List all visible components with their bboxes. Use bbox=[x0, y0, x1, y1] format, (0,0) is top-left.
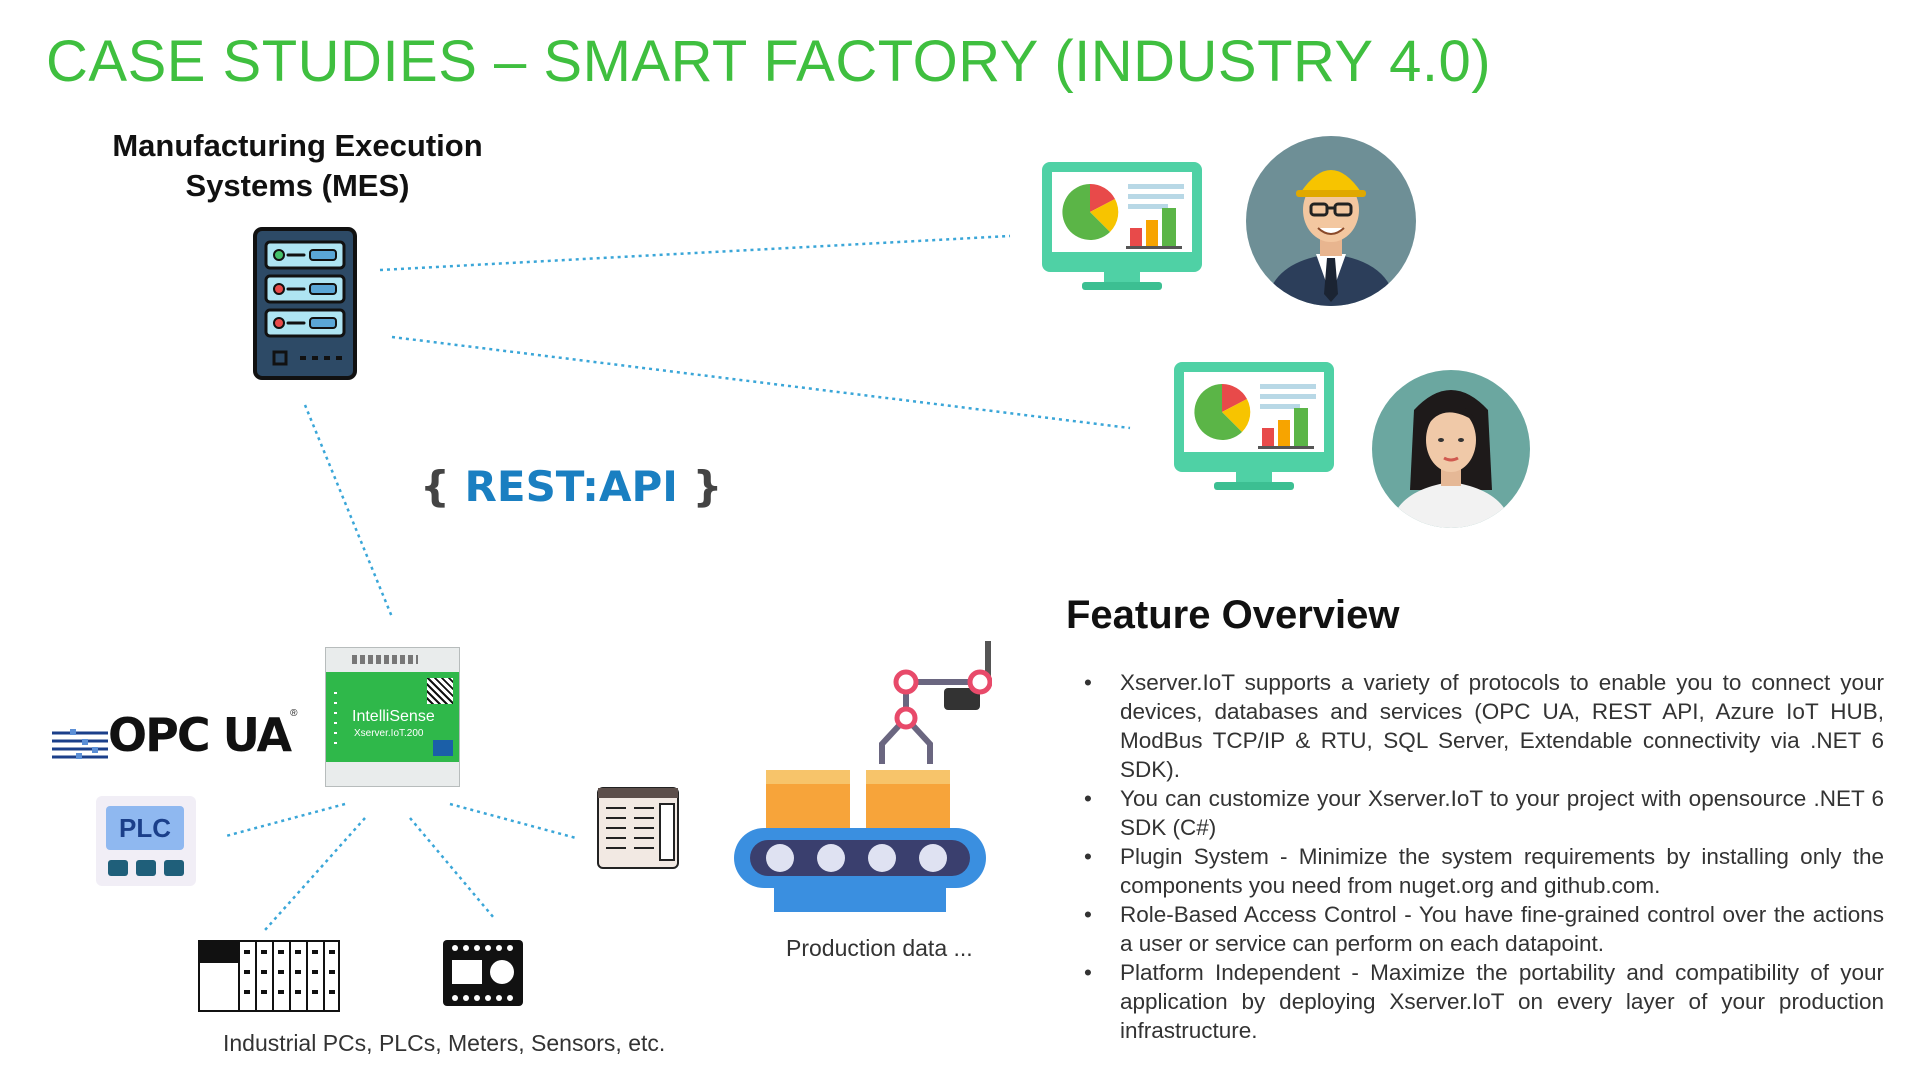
rest-api-brace-open: { bbox=[420, 462, 450, 511]
monitor-dashboard-icon bbox=[1042, 162, 1202, 290]
devices-caption: Industrial PCs, PLCs, Meters, Sensors, e… bbox=[223, 1030, 666, 1056]
plc-button-1 bbox=[108, 860, 128, 876]
gateway-badge bbox=[433, 740, 453, 756]
feature-item: Role-Based Access Control - You have fin… bbox=[1084, 900, 1884, 958]
server-rack-icon bbox=[253, 227, 357, 380]
opc-trademark: ® bbox=[290, 708, 298, 719]
plc-button-2 bbox=[136, 860, 156, 876]
sensor-chip-icon bbox=[443, 940, 523, 1006]
connector-gateway-chip bbox=[409, 817, 495, 919]
opc-wave-icon bbox=[52, 728, 108, 759]
rest-api-brace-close: } bbox=[692, 462, 723, 511]
gateway-model: Xserver.IoT.200 bbox=[354, 728, 424, 739]
slide-title: CASE STUDIES – SMART FACTORY (INDUSTRY 4… bbox=[46, 29, 1492, 94]
iot-gateway-device-icon: IntelliSense Xserver.IoT.200 bbox=[325, 647, 460, 787]
rest-api-logo: { REST:API } bbox=[420, 462, 722, 511]
plc-icon-label: PLC bbox=[106, 806, 184, 850]
connector-gateway-rack bbox=[264, 817, 366, 931]
feature-list: Xserver.IoT supports a variety of protoc… bbox=[1084, 668, 1884, 1045]
qr-code-icon bbox=[427, 678, 453, 704]
feature-item: Plugin System - Minimize the system requ… bbox=[1084, 842, 1884, 900]
gateway-brand: IntelliSense bbox=[352, 708, 435, 725]
mes-title: Manufacturing Execution Systems (MES) bbox=[100, 126, 495, 206]
controller-module-icon bbox=[597, 787, 679, 869]
terminal-block-top bbox=[352, 655, 418, 664]
gateway-front-panel: IntelliSense Xserver.IoT.200 bbox=[326, 672, 459, 762]
rest-api-label: REST:API bbox=[464, 462, 678, 511]
connector-gateway-controller bbox=[449, 802, 577, 840]
connector-mes-gateway bbox=[303, 404, 394, 618]
plc-button-3 bbox=[164, 860, 184, 876]
feature-item: You can customize your Xserver.IoT to yo… bbox=[1084, 784, 1884, 842]
feature-overview-title: Feature Overview bbox=[1066, 593, 1400, 637]
monitor-dashboard-icon bbox=[1174, 362, 1334, 490]
production-caption: Production data ... bbox=[786, 935, 973, 961]
status-leds bbox=[334, 692, 337, 748]
robot-arm-conveyor-icon bbox=[734, 641, 992, 912]
mes-title-line2: Systems (MES) bbox=[185, 168, 410, 203]
engineer-avatar-icon bbox=[1246, 136, 1416, 306]
connector-mes-manager bbox=[379, 234, 1011, 272]
plc-icon: PLC bbox=[96, 796, 196, 886]
opc-ua-label: OPC UA bbox=[108, 708, 292, 762]
feature-item: Xserver.IoT supports a variety of protoc… bbox=[1084, 668, 1884, 784]
connector-gateway-plc bbox=[225, 802, 346, 838]
feature-item: Platform Independent - Maximize the port… bbox=[1084, 958, 1884, 1045]
plc-rack-icon bbox=[198, 940, 340, 1012]
opc-ua-logo: OPC UA® bbox=[52, 708, 298, 769]
connector-mes-operator bbox=[391, 335, 1131, 430]
woman-avatar-icon bbox=[1372, 370, 1530, 528]
mes-title-line1: Manufacturing Execution bbox=[112, 128, 483, 163]
